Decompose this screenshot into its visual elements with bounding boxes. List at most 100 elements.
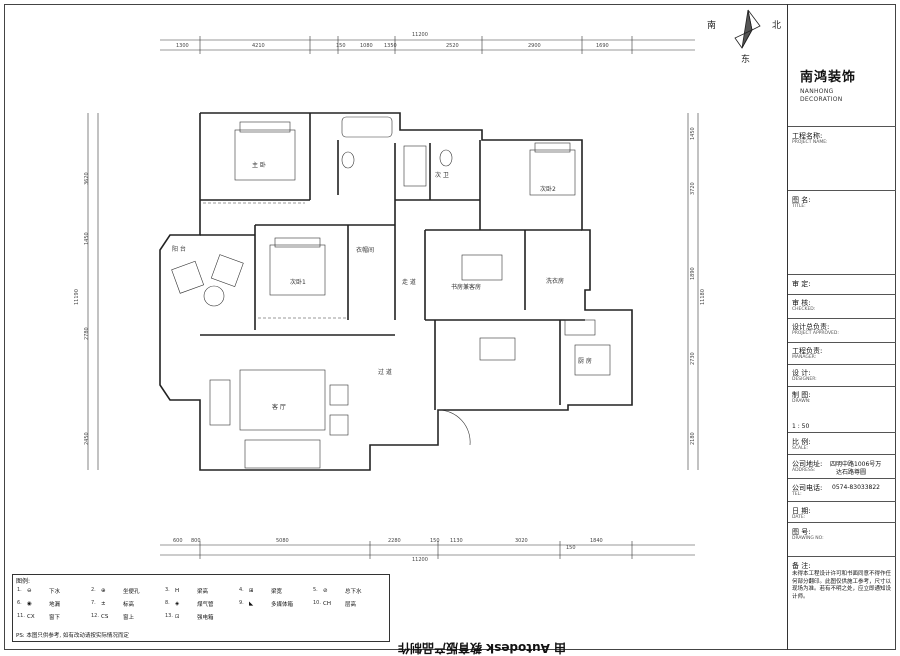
compass-north: 北 (772, 21, 782, 31)
legend-item-number: 13. (165, 613, 173, 619)
legend-item: ◉ 地漏 (27, 598, 60, 609)
dim-top-0: 1300 (176, 43, 189, 49)
dim-bottom-4: 150 (430, 538, 440, 544)
dim-bottom-3: 2280 (388, 538, 401, 544)
legend-item: CH 层高 (323, 598, 356, 609)
company-name: 南鸿装饰 (800, 70, 857, 85)
legend-symbol: ± (101, 600, 106, 607)
room-bedroom-1: 次卧1 (290, 279, 306, 286)
legend-symbol: CH (323, 600, 331, 607)
tb-row-drawing-no: 图 号: DRAWING NO: (788, 522, 896, 541)
legend-item: CS 窗上 (101, 611, 134, 622)
legend-label: 窗下 (49, 614, 61, 621)
dim-left-2: 2780 (84, 327, 90, 340)
room-closet: 衣帽间 (356, 247, 375, 254)
compass-east: 东 (741, 55, 751, 65)
legend-item: ⊡强电箱 (175, 611, 214, 622)
dim-bottom-2: 5080 (276, 538, 289, 544)
outer-wall-top (159, 112, 633, 471)
tb-row-notes: 备 注: 未得本工程设计许可和书面同意不得作任何部分翻印。此图仅供施工参考，尺寸… (788, 556, 896, 600)
tb-row-date: 日 期: DATE: (788, 501, 896, 520)
legend-item-number: 1. (17, 587, 22, 593)
legend-symbol: H (175, 587, 180, 594)
legend-label: 强电箱 (197, 614, 214, 621)
floor-plan (87, 9, 761, 559)
tb-row-project: 工程名称: PROJECT NAME: (788, 126, 896, 145)
legend-symbol: ◈ (175, 600, 180, 607)
room-study: 书房兼客房 (451, 284, 482, 291)
room-living: 客 厅 (272, 404, 286, 411)
legend-item-number: 12. (91, 613, 99, 619)
legend-label: 梁高 (197, 588, 209, 595)
legend-item-number: 5. (313, 587, 318, 593)
legend-symbol: CS (101, 613, 109, 620)
tb-row-drawn: 制 图: DRAWN: (788, 386, 896, 404)
legend-symbol: ◉ (27, 600, 32, 607)
tb-row-scale: 比 例: SCALE: (788, 432, 896, 451)
legend-label: 总下水 (345, 588, 362, 595)
tb-address-value-2: 达石路尊圆 (836, 469, 867, 476)
compass-south: 南 (707, 21, 717, 31)
legend-symbol: CX (27, 613, 35, 620)
dim-top-total: 11200 (412, 32, 428, 38)
dim-left-1: 1450 (84, 232, 90, 245)
legend-symbol: ◣ (249, 600, 254, 607)
tb-row-manager: 工程负责: MANAGER: (788, 342, 896, 360)
legend-item-number: 9. (239, 600, 244, 606)
dim-left-3: 2450 (84, 432, 90, 445)
dim-top-7: 1690 (596, 43, 609, 49)
tb-row-check: 审 核: CHECKED: (788, 294, 896, 312)
tb-row-designer: 设 计: DESIGNER: (788, 364, 896, 382)
sheet-border (4, 4, 896, 650)
tb-address-value-1: 四明中路1006号万 (830, 461, 882, 468)
room-bath-1: 次 卫 (435, 172, 449, 179)
legend-label: 地漏 (49, 601, 61, 608)
dim-bottom-total: 11200 (412, 557, 428, 563)
room-kitchen: 厨 房 (578, 358, 592, 365)
legend-symbol: ⊖ (27, 587, 32, 594)
legend-item-number: 2. (91, 587, 96, 593)
company-name-en-1: NANHONG (800, 88, 834, 95)
legend-symbol: ⊕ (101, 587, 106, 594)
dim-bottom-6: 3020 (515, 538, 528, 544)
legend-item-number: 7. (91, 600, 96, 606)
legend-item-number: 10. (313, 600, 321, 606)
legend-item-number: 6. (17, 600, 22, 606)
autodesk-footer: 由 Autodesk 教育版产品制作 (398, 641, 567, 655)
legend-item-number: 11. (17, 613, 25, 619)
dim-bottom-0: 600 (173, 538, 183, 544)
tb-scale-value: 1 : 50 (792, 423, 810, 430)
legend-label: 煤气管 (197, 601, 214, 608)
dim-top-3: 1080 (360, 43, 373, 49)
dim-bottom-8: 1840 (590, 538, 603, 544)
dim-left-total: 11190 (74, 289, 80, 305)
dim-bottom-7: 150 (566, 545, 576, 551)
dim-bottom-1: 800 (191, 538, 201, 544)
room-master-bedroom: 主 卧 (252, 162, 266, 169)
legend-title: 图例: (16, 578, 31, 585)
dim-bottom-5: 1130 (450, 538, 463, 544)
tb-row-approve: 审 定: (788, 274, 896, 288)
dim-right-1: 3720 (690, 182, 696, 195)
legend-label: 窗上 (123, 614, 135, 621)
company-name-en-2: DECORATION (800, 96, 843, 103)
tb-row-title: 图 名: TITLE: (788, 190, 896, 209)
title-block: 南鸿装饰 NANHONG DECORATION 工程名称: PROJECT NA… (787, 4, 896, 650)
room-hall: 过 道 (378, 369, 392, 376)
legend-item: H 梁高 (175, 585, 208, 596)
dim-right-2: 1890 (690, 267, 696, 280)
legend-item: ⊕坐便孔 (101, 585, 140, 596)
room-bedroom-2: 次卧2 (540, 186, 556, 193)
dim-top-1: 4210 (252, 43, 265, 49)
dim-top-4: 1350 (384, 43, 397, 49)
tb-row-address: 公司地址: ADDRESS: 四明中路1006号万 达石路尊圆 (788, 454, 896, 476)
legend-label: 标高 (123, 601, 135, 608)
dim-top-6: 2900 (528, 43, 541, 49)
room-balcony: 阳 台 (172, 246, 186, 253)
legend-label: 下水 (49, 588, 61, 595)
legend-label: 层高 (345, 601, 357, 608)
room-corridor: 走 道 (402, 279, 416, 286)
dim-right-3: 2730 (690, 352, 696, 365)
tb-row-tel: 公司电话: TEL: 0574-83033822 (788, 478, 896, 497)
